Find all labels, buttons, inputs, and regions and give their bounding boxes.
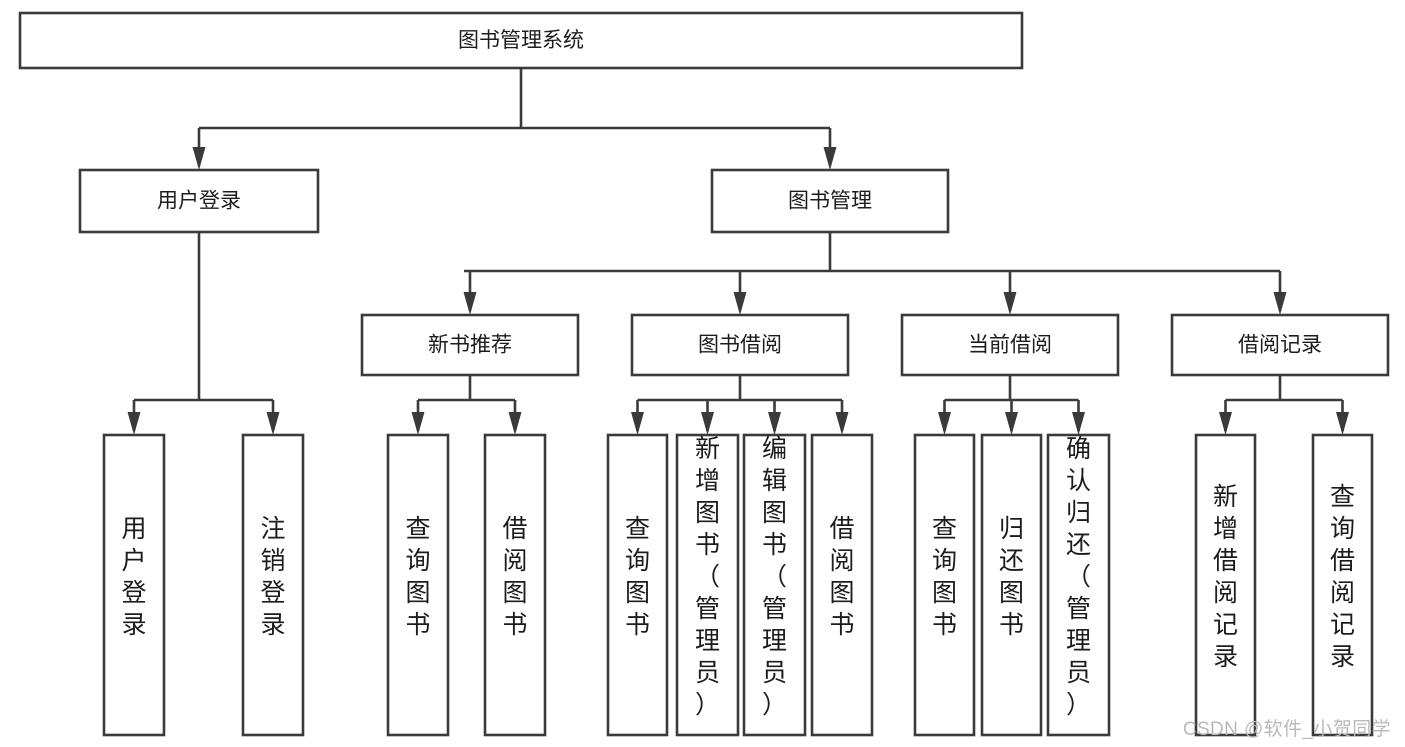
node-label-leaf-edit-book-admin: 编辑图书（管理员） (762, 435, 787, 719)
node-box-leaf-query-book-current (913, 433, 976, 737)
node-book-management[interactable]: 图书管理 (710, 168, 950, 234)
node-label-leaf-borrow-book: 借阅图书 (829, 515, 854, 639)
node-leaf-add-borrow-record[interactable]: 新增借阅记录 (1194, 433, 1257, 737)
node-box-borrow-record (1170, 313, 1390, 377)
node-label-leaf-query-book-borrow: 查询图书 (625, 515, 650, 639)
node-leaf-confirm-return-admin[interactable]: 确认归还（管理员） (1046, 433, 1111, 737)
node-leaf-edit-book-admin[interactable]: 编辑图书（管理员） (742, 433, 807, 737)
node-box-leaf-query-book-borrow (606, 433, 669, 737)
node-box-leaf-logout (241, 433, 305, 737)
node-leaf-add-book-admin[interactable]: 新增图书（管理员） (675, 433, 740, 737)
node-label-leaf-add-borrow-record: 新增借阅记录 (1213, 483, 1238, 671)
node-new-book-recommend[interactable]: 新书推荐 (360, 313, 580, 377)
node-box-book-management (710, 168, 950, 234)
node-leaf-query-borrow-record[interactable]: 查询借阅记录 (1311, 433, 1374, 737)
node-leaf-borrow-book-recommend[interactable]: 借阅图书 (483, 433, 547, 737)
node-leaf-return-book[interactable]: 归还图书 (980, 433, 1043, 737)
node-box-leaf-query-borrow-record (1311, 433, 1374, 737)
node-label-leaf-borrow-book-recommend: 借阅图书 (502, 515, 527, 639)
node-label-leaf-confirm-return-admin: 确认归还（管理员） (1066, 435, 1091, 719)
connector-lines (127, 68, 1349, 435)
node-leaf-logout[interactable]: 注销登录 (241, 433, 305, 737)
node-label-leaf-return-book: 归还图书 (999, 515, 1024, 639)
node-label-leaf-add-book-admin: 新增图书（管理员） (695, 435, 720, 719)
node-user-login[interactable]: 用户登录 (78, 168, 320, 234)
node-book-borrow[interactable]: 图书借阅 (630, 313, 850, 377)
node-leaf-user-login[interactable]: 用户登录 (102, 433, 166, 737)
node-label-new-book-recommend: 新书推荐 (428, 334, 512, 357)
node-box-user-login (78, 168, 320, 234)
node-label-borrow-record: 借阅记录 (1238, 334, 1322, 357)
node-label-leaf-user-login: 用户登录 (121, 515, 146, 639)
node-label-root: 图书管理系统 (458, 29, 584, 52)
node-leaf-query-book-recommend[interactable]: 查询图书 (386, 433, 450, 737)
node-root[interactable]: 图书管理系统 (18, 11, 1024, 70)
node-label-user-login: 用户登录 (157, 190, 241, 213)
node-box-leaf-edit-book-admin (742, 433, 807, 737)
node-label-book-management: 图书管理 (788, 190, 872, 213)
node-leaf-query-book-current[interactable]: 查询图书 (913, 433, 976, 737)
node-leaf-borrow-book[interactable]: 借阅图书 (810, 433, 874, 737)
node-label-leaf-query-borrow-record: 查询借阅记录 (1330, 483, 1355, 671)
node-boxes: 图书管理系统用户登录图书管理新书推荐图书借阅当前借阅借阅记录用户登录注销登录查询… (18, 11, 1390, 737)
node-label-leaf-query-book-current: 查询图书 (932, 515, 957, 639)
node-box-leaf-add-book-admin (675, 433, 740, 737)
node-box-leaf-borrow-book-recommend (483, 433, 547, 737)
node-box-leaf-return-book (980, 433, 1043, 737)
node-current-borrow[interactable]: 当前借阅 (900, 313, 1120, 377)
node-label-leaf-query-book-recommend: 查询图书 (405, 515, 430, 639)
node-label-leaf-logout: 注销登录 (260, 515, 285, 639)
node-box-new-book-recommend (360, 313, 580, 377)
node-box-current-borrow (900, 313, 1120, 377)
node-box-leaf-add-borrow-record (1194, 433, 1257, 737)
node-box-book-borrow (630, 313, 850, 377)
node-box-leaf-confirm-return-admin (1046, 433, 1111, 737)
node-box-leaf-borrow-book (810, 433, 874, 737)
node-box-leaf-query-book-recommend (386, 433, 450, 737)
node-label-book-borrow: 图书借阅 (698, 334, 782, 357)
node-box-leaf-user-login (102, 433, 166, 737)
node-borrow-record[interactable]: 借阅记录 (1170, 313, 1390, 377)
node-label-current-borrow: 当前借阅 (968, 334, 1052, 357)
node-leaf-query-book-borrow[interactable]: 查询图书 (606, 433, 669, 737)
node-box-root (18, 11, 1024, 70)
